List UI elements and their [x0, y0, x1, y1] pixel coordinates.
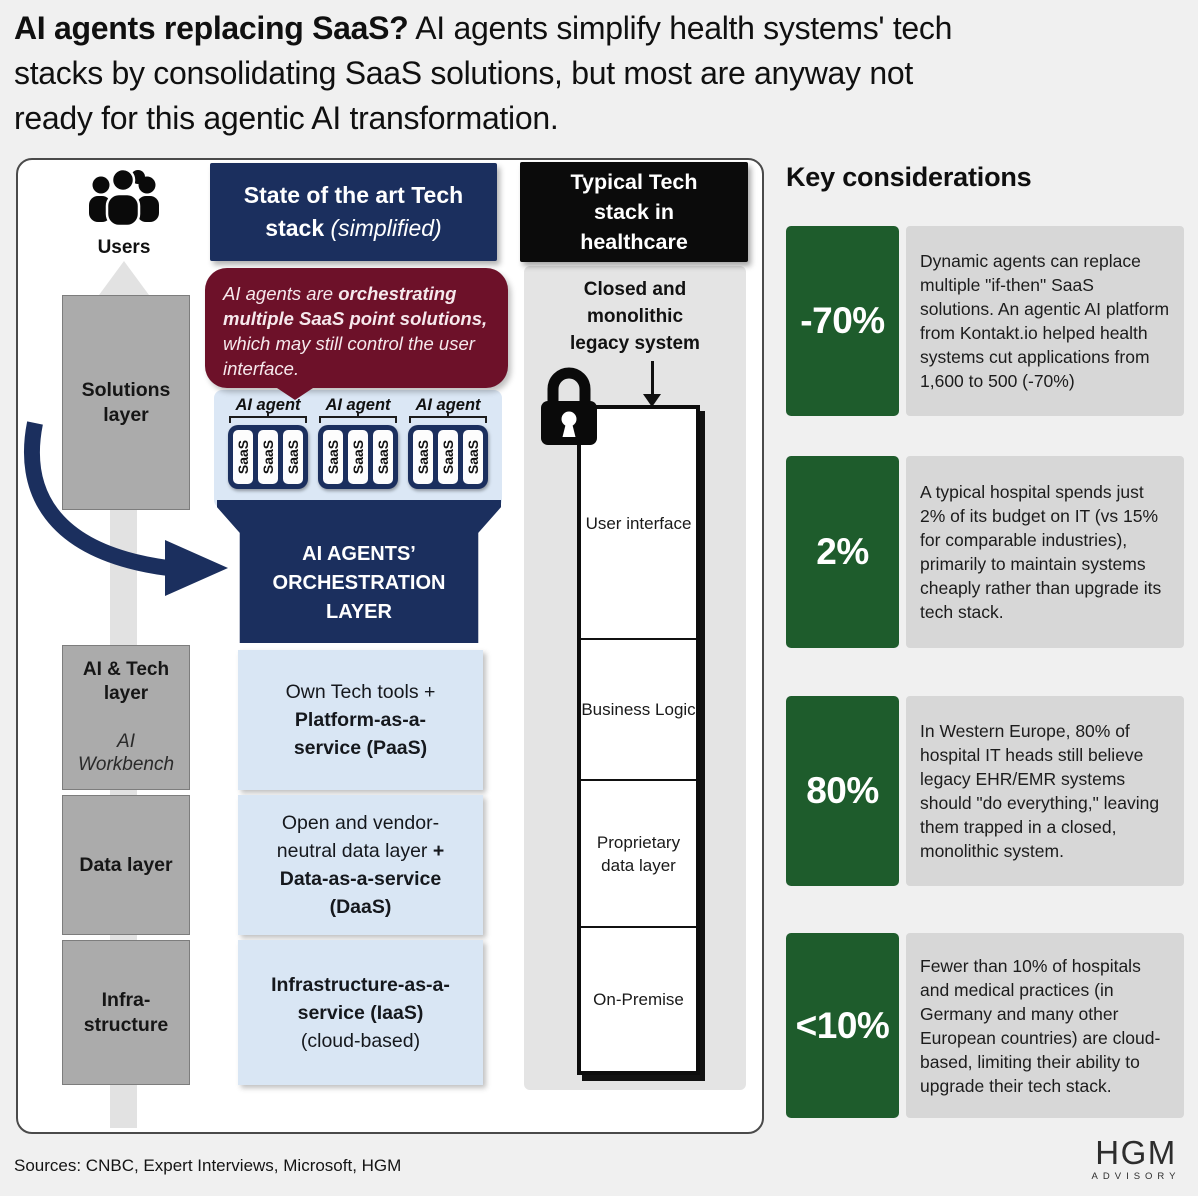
- saas-pill: SaaS: [463, 430, 483, 484]
- hgm-logo: HGM ADVISORY: [1086, 1134, 1186, 1183]
- infrastructure-box: Infra-structure: [62, 940, 190, 1085]
- agent-group: AI agent SaaS SaaS SaaS: [406, 395, 490, 508]
- consideration-row: 2% A typical hospital spends just 2% of …: [786, 456, 1184, 648]
- saas-pill: SaaS: [373, 430, 393, 484]
- legacy-section: Proprietary data layer: [581, 779, 696, 926]
- logo-sub: ADVISORY: [1091, 1171, 1181, 1182]
- consideration-text: A typical hospital spends just 2% of its…: [906, 456, 1184, 648]
- legacy-section: User interface: [585, 514, 692, 533]
- legacy-section: On-Premise: [581, 926, 696, 1071]
- iaas-box: Infrastructure-as-a-service (IaaS)(cloud…: [238, 940, 483, 1085]
- saas-group: SaaS SaaS SaaS: [408, 425, 488, 489]
- data-layer-label: Data layer: [79, 853, 173, 876]
- users-label: Users: [97, 237, 151, 258]
- saas-pill: SaaS: [323, 430, 343, 484]
- consideration-figure: 80%: [786, 696, 899, 886]
- consideration-text: In Western Europe, 80% of hospital IT he…: [906, 696, 1184, 886]
- agent-label: AI agent: [325, 396, 391, 414]
- legacy-system-box: User interface Business Logic Proprietar…: [577, 405, 700, 1075]
- consideration-figure: <10%: [786, 933, 899, 1118]
- key-considerations-title: Key considerations: [786, 162, 1032, 192]
- agent-label: AI agent: [235, 396, 301, 414]
- consideration-row: <10% Fewer than 10% of hospitals and med…: [786, 933, 1184, 1118]
- consideration-figure: 2%: [786, 456, 899, 648]
- consideration-row: -70% Dynamic agents can replace multiple…: [786, 226, 1184, 416]
- saas-group: SaaS SaaS SaaS: [228, 425, 308, 489]
- consideration-figure: -70%: [786, 226, 899, 416]
- saas-pill: SaaS: [348, 430, 368, 484]
- sources-note: Sources: CNBC, Expert Interviews, Micros…: [14, 1156, 402, 1175]
- consideration-text: Dynamic agents can replace multiple "if-…: [906, 226, 1184, 416]
- paas-box: Own Tech tools +Platform-as-a-service (P…: [238, 650, 483, 790]
- logo-name: HGM: [1095, 1134, 1177, 1171]
- daas-box: Open and vendor-neutral data layer +Data…: [238, 795, 483, 935]
- data-layer-box: Data layer: [62, 795, 190, 935]
- agent-label: AI agent: [415, 396, 481, 414]
- saas-pill: SaaS: [258, 430, 278, 484]
- agent-group: AI agent SaaS SaaS SaaS: [226, 395, 310, 508]
- agent-bracket: [409, 412, 487, 423]
- users-icon: [87, 167, 161, 234]
- down-arrow-icon: [651, 361, 654, 395]
- page-title: AI agents replacing SaaS? AI agents simp…: [14, 10, 953, 136]
- agent-bracket: [319, 412, 397, 423]
- consideration-row: 80% In Western Europe, 80% of hospital I…: [786, 696, 1184, 886]
- saas-pill: SaaS: [283, 430, 303, 484]
- lock-icon: [540, 362, 598, 453]
- legacy-section: Business Logic: [581, 638, 696, 779]
- agent-group: AI agent SaaS SaaS SaaS: [316, 395, 400, 508]
- saas-pill: SaaS: [438, 430, 458, 484]
- saas-panel: AI agent SaaS SaaS SaaS AI agent SaaS Sa…: [214, 390, 502, 508]
- saas-group: SaaS SaaS SaaS: [318, 425, 398, 489]
- saas-pill: SaaS: [233, 430, 253, 484]
- users-block: Users: [78, 167, 170, 259]
- curved-arrow-icon: [24, 421, 228, 596]
- consideration-text: Fewer than 10% of hospitals and medical …: [906, 933, 1184, 1118]
- speech-bubble-tail: [271, 384, 319, 400]
- infrastructure-label: Infra-structure: [83, 989, 169, 1036]
- saas-pill: SaaS: [413, 430, 433, 484]
- up-arrow-icon: [99, 261, 149, 295]
- down-arrow-head: [643, 394, 661, 407]
- speech-bubble: AI agents are orchestrating multiple Saa…: [205, 268, 508, 388]
- agent-bracket: [229, 412, 307, 423]
